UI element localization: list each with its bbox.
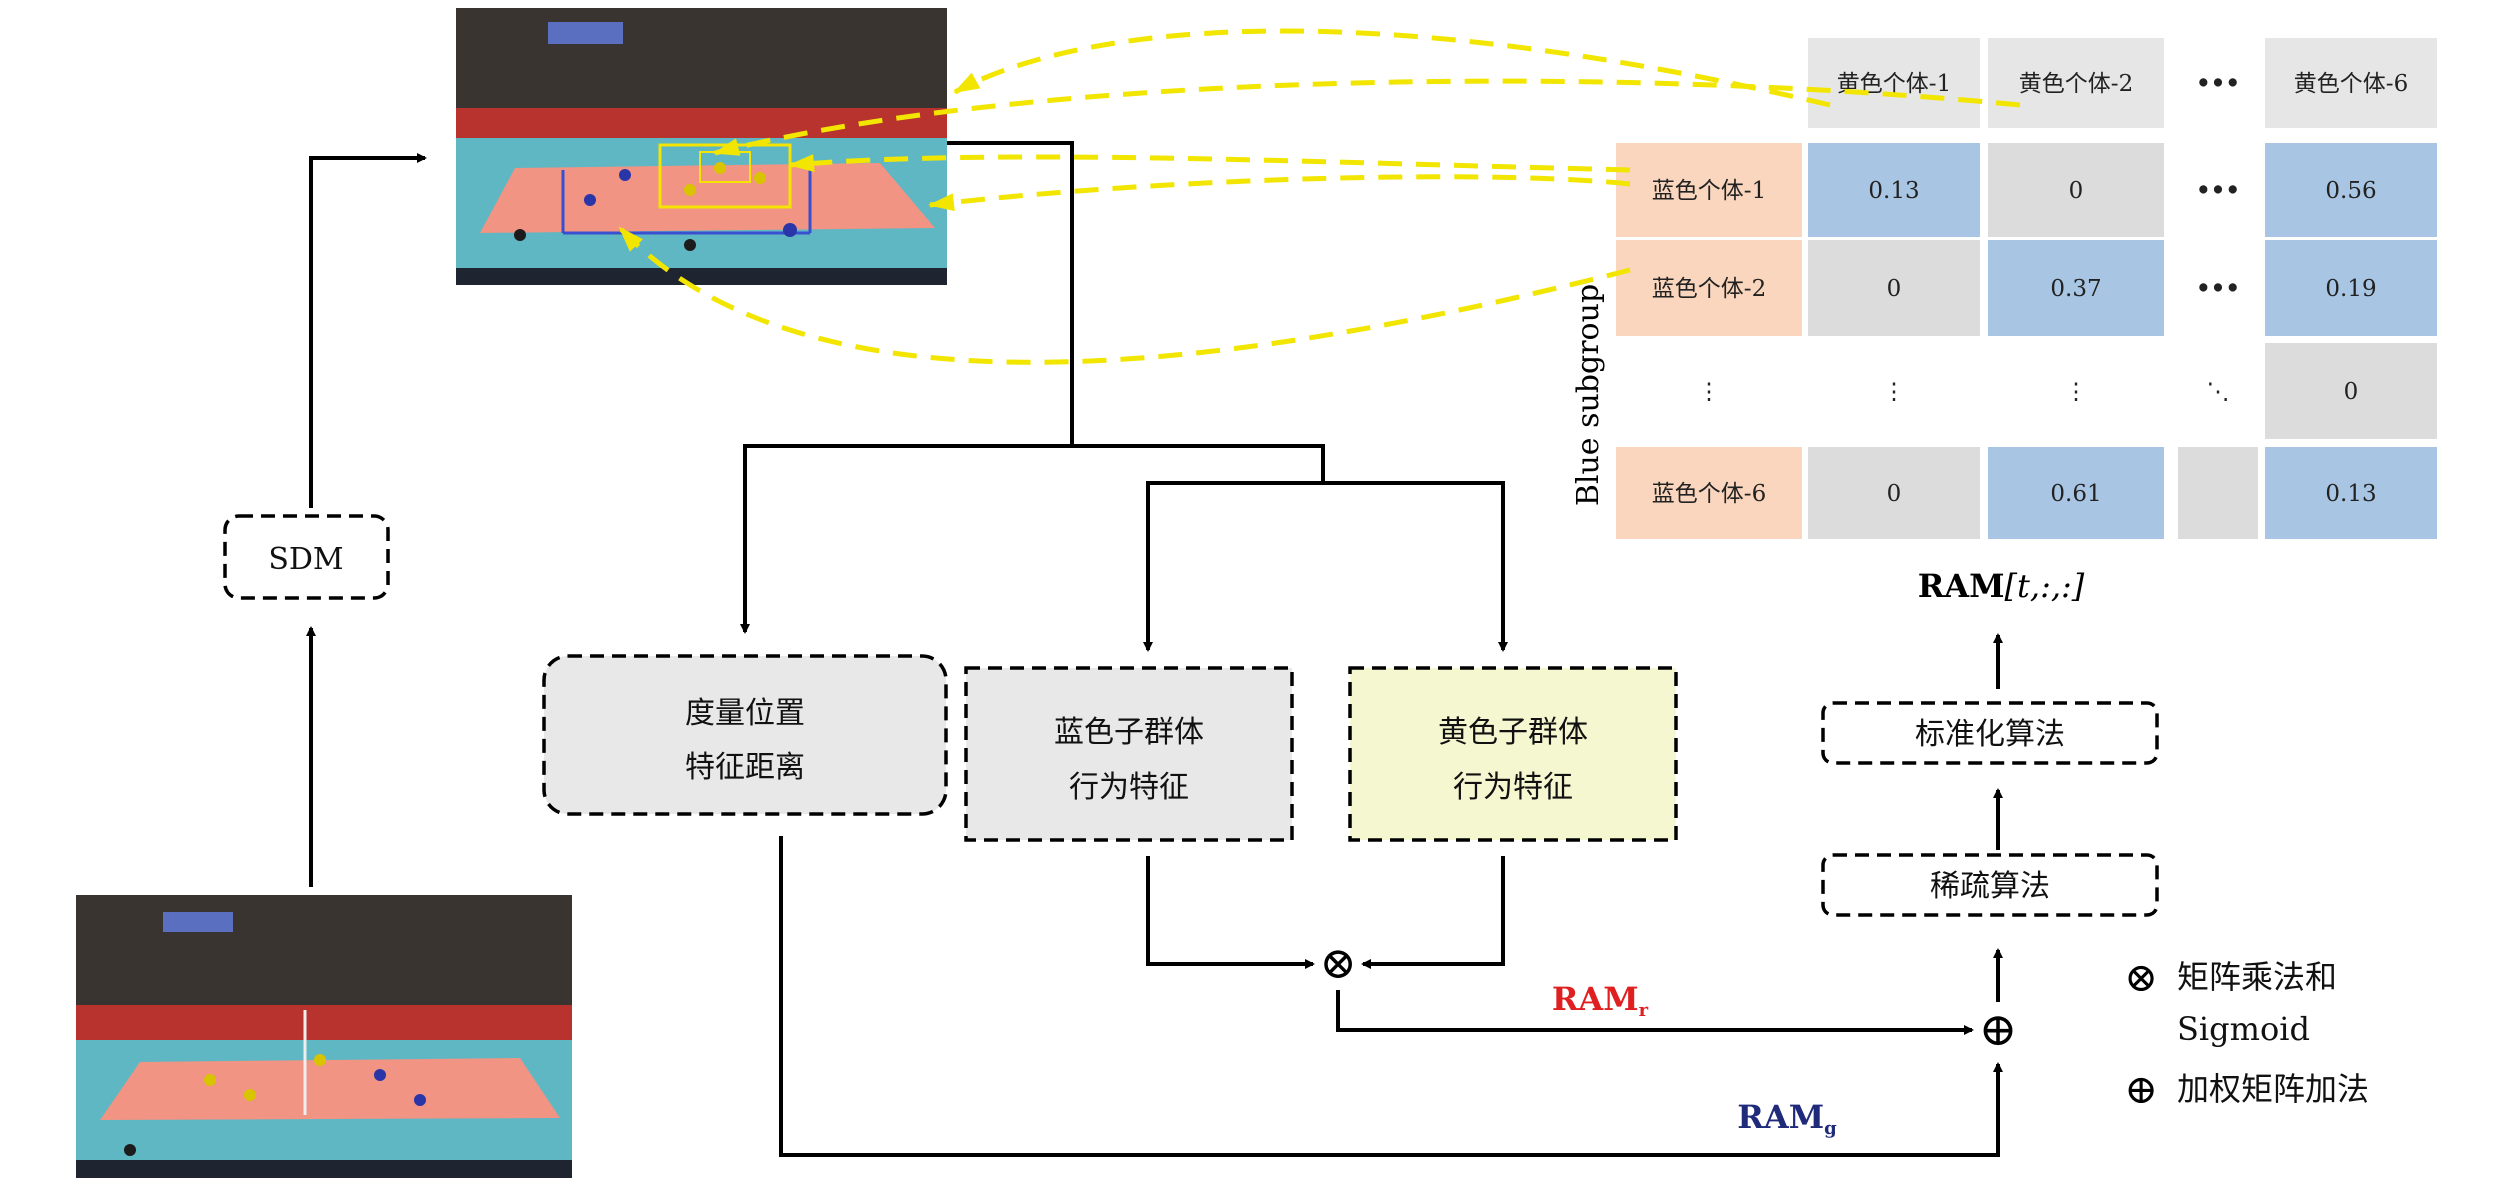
- normalize-box: [1821, 701, 2159, 765]
- matrix-col-header-bg: [2265, 38, 2437, 128]
- sdm-box: [223, 514, 390, 600]
- sparse-box: [1821, 853, 2159, 917]
- sparse-label: 稀疏算法: [1930, 869, 2050, 904]
- link-curve-2: [713, 78, 2021, 156]
- matrix-cell: •••: [2196, 177, 2240, 204]
- matrix-row-label: ⋮: [1698, 379, 1721, 405]
- normalize-label: 标准化算法: [1915, 717, 2065, 752]
- matrix-cell: ⋮: [2065, 379, 2088, 405]
- blue-branch-arrow: [1143, 481, 1323, 652]
- link-curve-5: [618, 226, 1631, 365]
- sdm-to-frame-arrow: [309, 153, 427, 508]
- matrix-cell-bg: [1988, 240, 2164, 336]
- blue-box-line1: 蓝色子群体: [1054, 715, 1204, 750]
- matrix-col-header: 黄色个体-6: [2294, 71, 2408, 97]
- frame-split-line: [947, 141, 1074, 446]
- blue-subgroup-box: [964, 666, 1294, 842]
- add-operator: ⊕: [1979, 1002, 2018, 1056]
- matrix-row-label-bg: [1616, 240, 1802, 336]
- yellow-subgroup-box: [1348, 666, 1678, 842]
- matrix-cell-bg: [1988, 447, 2164, 539]
- matrix-row-label-bg: [1616, 143, 1802, 237]
- yellow-to-multiply-arrow: [1361, 856, 1505, 969]
- ram-t-label: RAM[t,:,:]: [1918, 567, 2085, 605]
- matrix-cell: 0.19: [2325, 276, 2376, 302]
- matrix-axis-label: Blue subgroup: [1571, 284, 1606, 506]
- ram-r-arrow: [1336, 990, 1974, 1035]
- subgroup-branch-line: [1072, 444, 1325, 483]
- top-video-frame: [456, 8, 947, 285]
- matrix-row-label-bg: [1616, 447, 1802, 539]
- matrix-cell: 0.56: [2325, 178, 2376, 204]
- matrix-cell: ⋮: [1883, 379, 1906, 405]
- matrix-row-label: 蓝色个体-6: [1652, 481, 1766, 507]
- legend-multiply-line1: 矩阵乘法和: [2177, 958, 2337, 996]
- correspondence-links: [618, 28, 2021, 365]
- legend-add-line1: 加权矩阵加法: [2177, 1070, 2369, 1108]
- legend-multiply-symbol: ⊗: [2124, 955, 2158, 1001]
- matrix-cell: 0: [2069, 178, 2084, 204]
- ram-r-label: RAMr: [1552, 980, 1649, 1021]
- multiply-operator: ⊗: [1320, 938, 1357, 989]
- matrix-col-header-bg: [1808, 38, 1980, 128]
- distance-box-line2: 特征距离: [685, 750, 805, 785]
- matrix-col-header: 黄色个体-2: [2019, 71, 2133, 97]
- matrix-cell: 0.13: [2325, 481, 2376, 507]
- matrix-cell-bg: [1988, 143, 2164, 237]
- distance-branch-arrow: [740, 444, 1072, 634]
- blue-to-multiply-arrow: [1146, 856, 1315, 969]
- bottom-video-frame: [76, 895, 572, 1178]
- ram-g-subscript: g: [1824, 1118, 1837, 1139]
- matrix-cell-bg: [1808, 143, 1980, 237]
- yellow-branch-arrow: [1323, 481, 1508, 652]
- matrix-cell-bg: [2265, 343, 2437, 439]
- ram-g-arrow: [779, 836, 2003, 1157]
- matrix-cell: 0: [1887, 481, 1902, 507]
- link-curve-1: [953, 28, 1831, 108]
- link-curve-3: [788, 154, 1631, 173]
- yellow-box-line1: 黄色子群体: [1438, 715, 1588, 750]
- matrix-cell-bg: [2265, 143, 2437, 237]
- matrix-cell-bg: [2265, 447, 2437, 539]
- ram-r-subscript: r: [1639, 1000, 1649, 1021]
- matrix-cell-bg: [1808, 447, 1980, 539]
- matrix-cell: 0.61: [2050, 481, 2101, 507]
- legend-add-symbol: ⊕: [2124, 1067, 2158, 1113]
- sdm-label: SDM: [268, 542, 343, 577]
- matrix-cell: 0: [1887, 276, 1902, 302]
- distance-feature-box: [542, 654, 948, 816]
- matrix-cell-bg: [2178, 447, 2258, 539]
- matrix-row-label: 蓝色个体-1: [1652, 178, 1766, 204]
- matrix-col-header-bg: [1988, 38, 2164, 128]
- matrix-cell: ⋱: [2207, 379, 2230, 405]
- matrix-cell: 0.13: [1868, 178, 1919, 204]
- legend: ⊗ 矩阵乘法和 Sigmoid ⊕ 加权矩阵加法: [2124, 955, 2369, 1113]
- ram-g-label: RAMg: [1737, 1098, 1837, 1139]
- matrix-cell-bg: [2265, 240, 2437, 336]
- matrix-cell: 0: [2344, 379, 2359, 405]
- matrix-row-label: 蓝色个体-2: [1652, 276, 1766, 302]
- matrix-cell-bg: [1808, 240, 1980, 336]
- link-curve-4: [928, 174, 1631, 212]
- yellow-box-line2: 行为特征: [1453, 770, 1573, 805]
- matrix-cell: •••: [2196, 275, 2240, 302]
- blue-box-line2: 行为特征: [1069, 770, 1189, 805]
- matrix-col-header: •••: [2196, 70, 2240, 97]
- matrix-cell: 0.37: [2050, 276, 2101, 302]
- legend-multiply-line2: Sigmoid: [2177, 1010, 2310, 1048]
- distance-box-line1: 度量位置: [685, 696, 805, 731]
